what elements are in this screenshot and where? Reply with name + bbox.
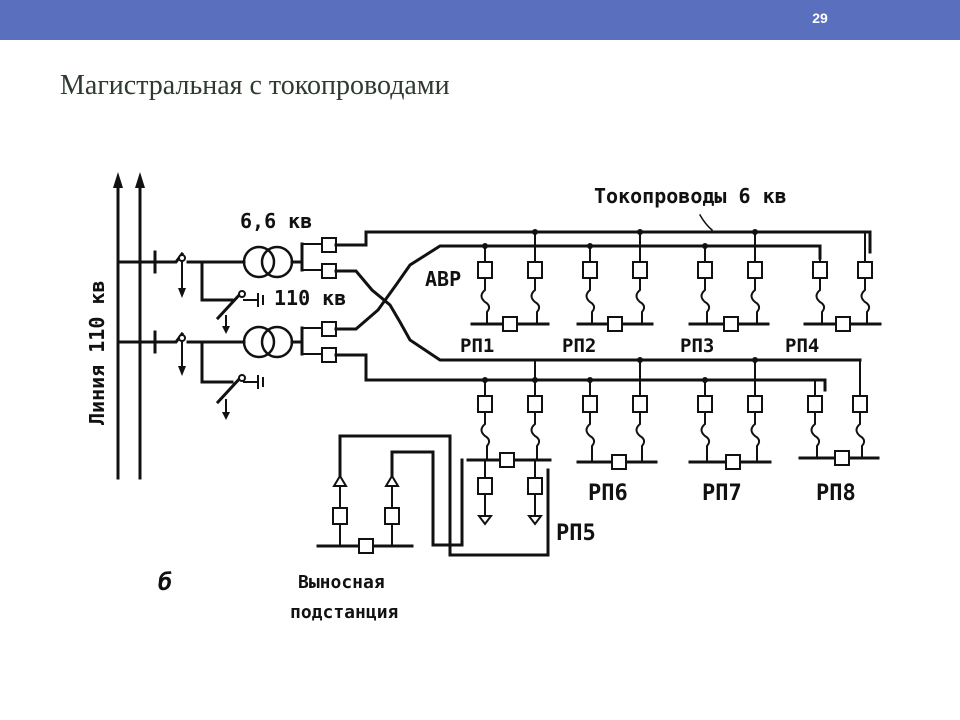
voltage-6-6-label: 6,6 кв [240, 209, 312, 233]
transformer-2-winding-a [242, 325, 276, 359]
busduct-b [334, 269, 862, 362]
transformer-1-winding-a [242, 245, 276, 279]
slide-number: 29 [812, 10, 828, 26]
voltage-110-label: 110 кв [274, 286, 346, 310]
remote-substation-label-line2: подстанция [290, 602, 398, 623]
rp8-label: РП8 [816, 481, 856, 506]
avr-label: АВР [425, 267, 461, 291]
header-bar: 29 [0, 0, 960, 40]
busducts-label: Токопроводы 6 кв [594, 184, 787, 208]
line-label: Линия 110 кв [85, 281, 109, 426]
busduct-d [334, 353, 827, 392]
line-arrow-2 [135, 172, 145, 188]
line-arrow-1 [113, 172, 123, 188]
remote-substation-label-line1: Выносная [298, 572, 385, 593]
substation-diagram: Линия 110 кв 6,6 кв 110 кв Токопроводы 6… [60, 150, 920, 650]
rp7-label: РП7 [702, 481, 742, 506]
rp4-label: РП4 [785, 335, 819, 357]
busduct-c [334, 244, 822, 331]
slide-title: Магистральная с токопроводами [60, 70, 450, 101]
remote-feed-1 [390, 450, 464, 547]
remote-feed-2 [338, 434, 550, 557]
busduct-a [334, 230, 872, 254]
transformer-1-winding-b [260, 245, 294, 279]
transformer-2-winding-b [260, 325, 294, 359]
rp5-label: РП5 [556, 521, 596, 546]
rp2-label: РП2 [562, 335, 596, 357]
figure-letter: б [158, 568, 172, 596]
rp1-label: РП1 [460, 335, 494, 357]
rp3-label: РП3 [680, 335, 714, 357]
rp6-label: РП6 [588, 481, 628, 506]
